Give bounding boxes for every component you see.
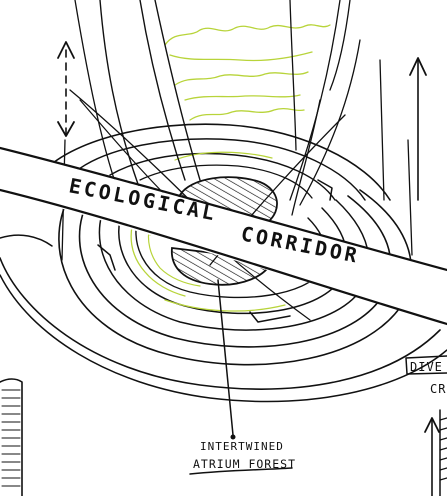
green-canopy-2	[169, 51, 313, 62]
arrowhead-down-left	[57, 121, 75, 137]
green-ring-upper	[174, 151, 273, 161]
side-box-outline	[405, 355, 447, 375]
green-ring-bottom	[164, 299, 286, 312]
right-bottom-element	[424, 409, 447, 496]
beam-8	[379, 59, 385, 201]
leader-dot	[230, 434, 236, 440]
beam-1	[99, 0, 141, 191]
ring-upper-4	[139, 164, 313, 199]
green-ring-left-2	[147, 224, 201, 287]
arrowhead-up-left	[57, 41, 75, 59]
ring-upper-1	[39, 123, 391, 201]
arrowhead-up-bottom-right	[424, 417, 440, 433]
beam-11	[289, 0, 297, 151]
tower-lines	[1, 389, 21, 487]
green-canopy-1	[164, 24, 331, 46]
arrow-right-top	[409, 57, 427, 201]
side-label-top: DIVE	[410, 360, 443, 374]
terrace-rings	[0, 123, 447, 403]
ledge-3	[317, 179, 333, 201]
beam-12	[291, 99, 321, 216]
tower-outline	[0, 378, 23, 496]
dashed-arrow-left	[57, 41, 75, 137]
ring-upper-3	[109, 152, 336, 201]
green-canopy-4	[184, 94, 301, 101]
green-canopy-5	[189, 107, 305, 121]
vegetation-scribbles	[130, 24, 331, 312]
atrium-label-line1: INTERTWINED	[200, 440, 284, 453]
green-canopy-3	[174, 71, 309, 86]
side-label-box: DIVE CR	[405, 355, 447, 396]
vertical-lines	[61, 0, 413, 261]
left-bottom-tower	[0, 378, 23, 496]
ring-upper-2	[74, 138, 366, 201]
beam-3	[154, 0, 201, 181]
side-label-bottom: CR	[430, 382, 446, 396]
ledge-1	[249, 311, 291, 323]
corridor-bottom-edge	[0, 188, 447, 326]
leader-line-stroke	[217, 279, 234, 436]
atrium-label-line2: ATRIUM FOREST	[193, 457, 296, 471]
left-curve-mark	[0, 234, 53, 247]
beam-5	[299, 39, 361, 206]
ring-outermost	[0, 257, 441, 390]
corridor-top-edge	[0, 146, 447, 272]
corridor-fill	[0, 148, 447, 324]
atrium-label-underline	[189, 467, 293, 475]
ledge-2	[97, 244, 116, 271]
beam-6	[329, 0, 351, 91]
corridor-band	[0, 146, 447, 326]
beam-7	[407, 139, 413, 256]
green-ring-left	[130, 214, 186, 297]
ring-outermost-2	[0, 274, 447, 403]
leader-line	[217, 279, 236, 440]
arrowhead-up-right	[409, 57, 427, 76]
beam-2	[139, 0, 186, 181]
building-hatch-right	[439, 417, 447, 481]
